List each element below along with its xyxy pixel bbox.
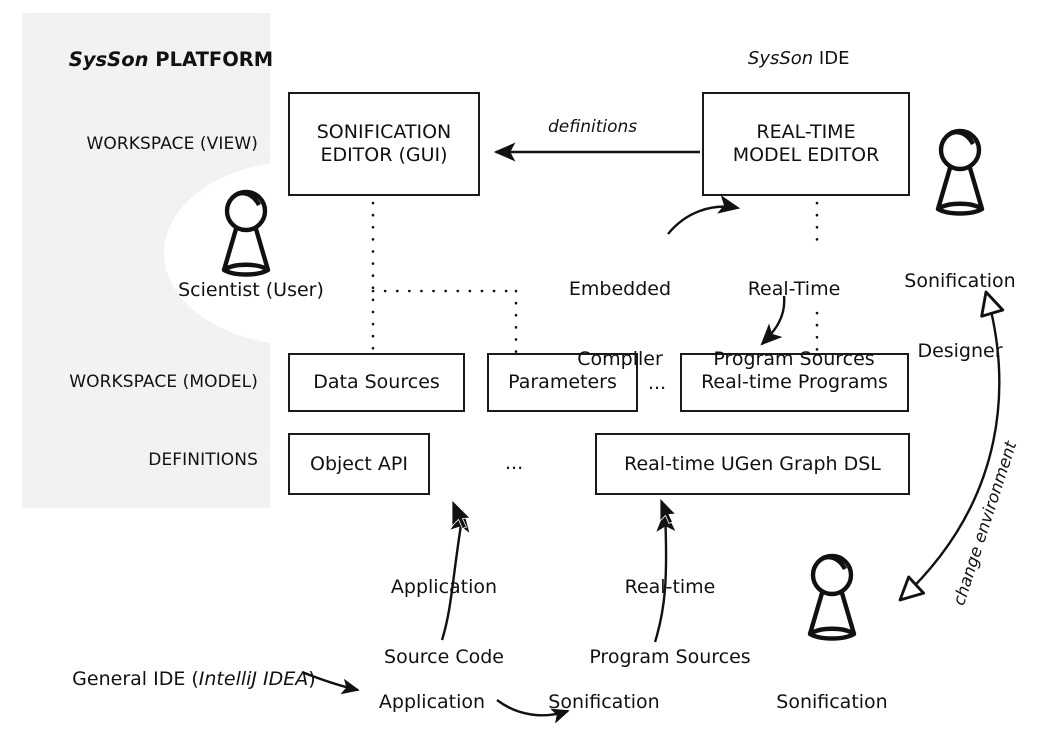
embedded-compiler-arrow: [667, 195, 741, 235]
workflow-sonification-prototyping: Sonification Prototyping: [530, 645, 678, 748]
actor-figure-sonification-designer: [935, 128, 985, 216]
ide-title-rest: IDE: [813, 47, 850, 69]
rt-program-sources-arrow: [653, 509, 676, 643]
ellipsis-definitions-row: ...: [505, 452, 524, 474]
edge-label-rt-program-sources-bottom-line1: Real-time: [624, 576, 716, 599]
workflow-general-ide: General IDE (IntelliJ IDEA): [48, 645, 316, 715]
edge-label-rt-program-sources-bottom-line2: Program Sources: [589, 645, 751, 668]
box-realtime-model-editor[interactable]: REAL-TIME MODEL EDITOR: [702, 92, 910, 196]
edge-label-rt-program-sources-top-line2: Program Sources: [713, 347, 875, 370]
edge-label-embedded-compiler-line2: Compiler: [577, 347, 663, 370]
ellipsis-model-row: ...: [648, 372, 667, 394]
box-parameters[interactable]: Parameters: [487, 353, 638, 412]
edge-label-definitions: definitions: [548, 117, 638, 137]
box-realtime-model-editor-line1: REAL-TIME: [756, 121, 856, 144]
tier-label-model: WORKSPACE (MODEL): [69, 372, 258, 392]
application-source-arrow: [440, 509, 470, 641]
edge-label-rt-program-sources-top-line1: Real-Time: [747, 278, 841, 301]
box-realtime-programs[interactable]: Real-time Programs: [680, 353, 909, 412]
actor-figure-sonification-researcher: [807, 553, 857, 641]
edge-label-rt-program-sources-bottom: Real-time Program Sources: [575, 530, 765, 715]
workflow-application-development-line1: Application: [378, 691, 486, 714]
box-object-api[interactable]: Object API: [288, 433, 430, 495]
tier-label-definitions: DEFINITIONS: [148, 450, 258, 470]
svg-text:change environment: change environment: [949, 438, 1020, 607]
box-sonification-editor-line1: SONIFICATION: [316, 121, 452, 144]
actor-label-sonification-designer-line1: Sonification: [904, 270, 1016, 293]
change-environment-arrow: [898, 290, 1005, 602]
platform-title-emph: SysSon: [68, 47, 149, 71]
development-to-prototyping-arrow: [496, 699, 570, 724]
workflow-general-ide-emph: IntelliJ IDEA: [198, 668, 309, 691]
ide-title: SysSon IDE: [725, 26, 850, 92]
change-environment-label-group: change environment: [949, 438, 1020, 607]
edge-label-application-source-code-line2: Source Code: [384, 645, 504, 668]
ide-title-emph: SysSon: [747, 47, 814, 69]
edge-label-application-source-code-line1: Application: [390, 576, 498, 599]
actor-figure-scientist: [221, 189, 271, 277]
box-sonification-editor-line2: EDITOR (GUI): [320, 144, 448, 166]
dotted-connectors: [371, 201, 819, 354]
mouse-cursor-secondary: [659, 497, 677, 525]
box-ugen-graph-dsl[interactable]: Real-time UGen Graph DSL: [595, 433, 910, 495]
actor-label-scientist: Scientist (User): [178, 279, 324, 301]
actor-label-sonification-researcher: Sonification Designer (Researcher): [758, 645, 906, 748]
workflow-application-development: Application Development: [362, 645, 502, 748]
mouse-cursor: [451, 499, 471, 530]
box-realtime-model-editor-line2: MODEL EDITOR: [732, 144, 880, 166]
box-data-sources[interactable]: Data Sources: [288, 353, 465, 412]
program-sources-down-arrow: [760, 295, 786, 346]
actor-label-sonification-designer: Sonification Designer: [886, 224, 1034, 409]
platform-title: SysSon PLATFORM: [44, 24, 273, 95]
edge-label-rt-program-sources-top: Real-Time Program Sources: [699, 232, 889, 417]
platform-title-rest: PLATFORM: [148, 47, 274, 71]
tier-label-view: WORKSPACE (VIEW): [86, 134, 258, 154]
edge-label-embedded-compiler: Embedded Compiler: [545, 232, 695, 417]
edge-label-application-source-code: Application Source Code: [370, 530, 518, 715]
edge-label-embedded-compiler-line1: Embedded: [568, 278, 672, 301]
workflow-general-ide-plain: General IDE (: [72, 668, 199, 691]
ide-to-development-arrow: [301, 670, 360, 695]
workflow-sonification-prototyping-line1: Sonification: [548, 691, 660, 714]
box-sonification-editor[interactable]: SONIFICATION EDITOR (GUI): [288, 92, 480, 196]
actor-label-sonification-researcher-line1: Sonification: [776, 691, 888, 714]
workflow-general-ide-tail: ): [308, 668, 316, 691]
actor-label-sonification-designer-line2: Designer: [917, 339, 1003, 362]
